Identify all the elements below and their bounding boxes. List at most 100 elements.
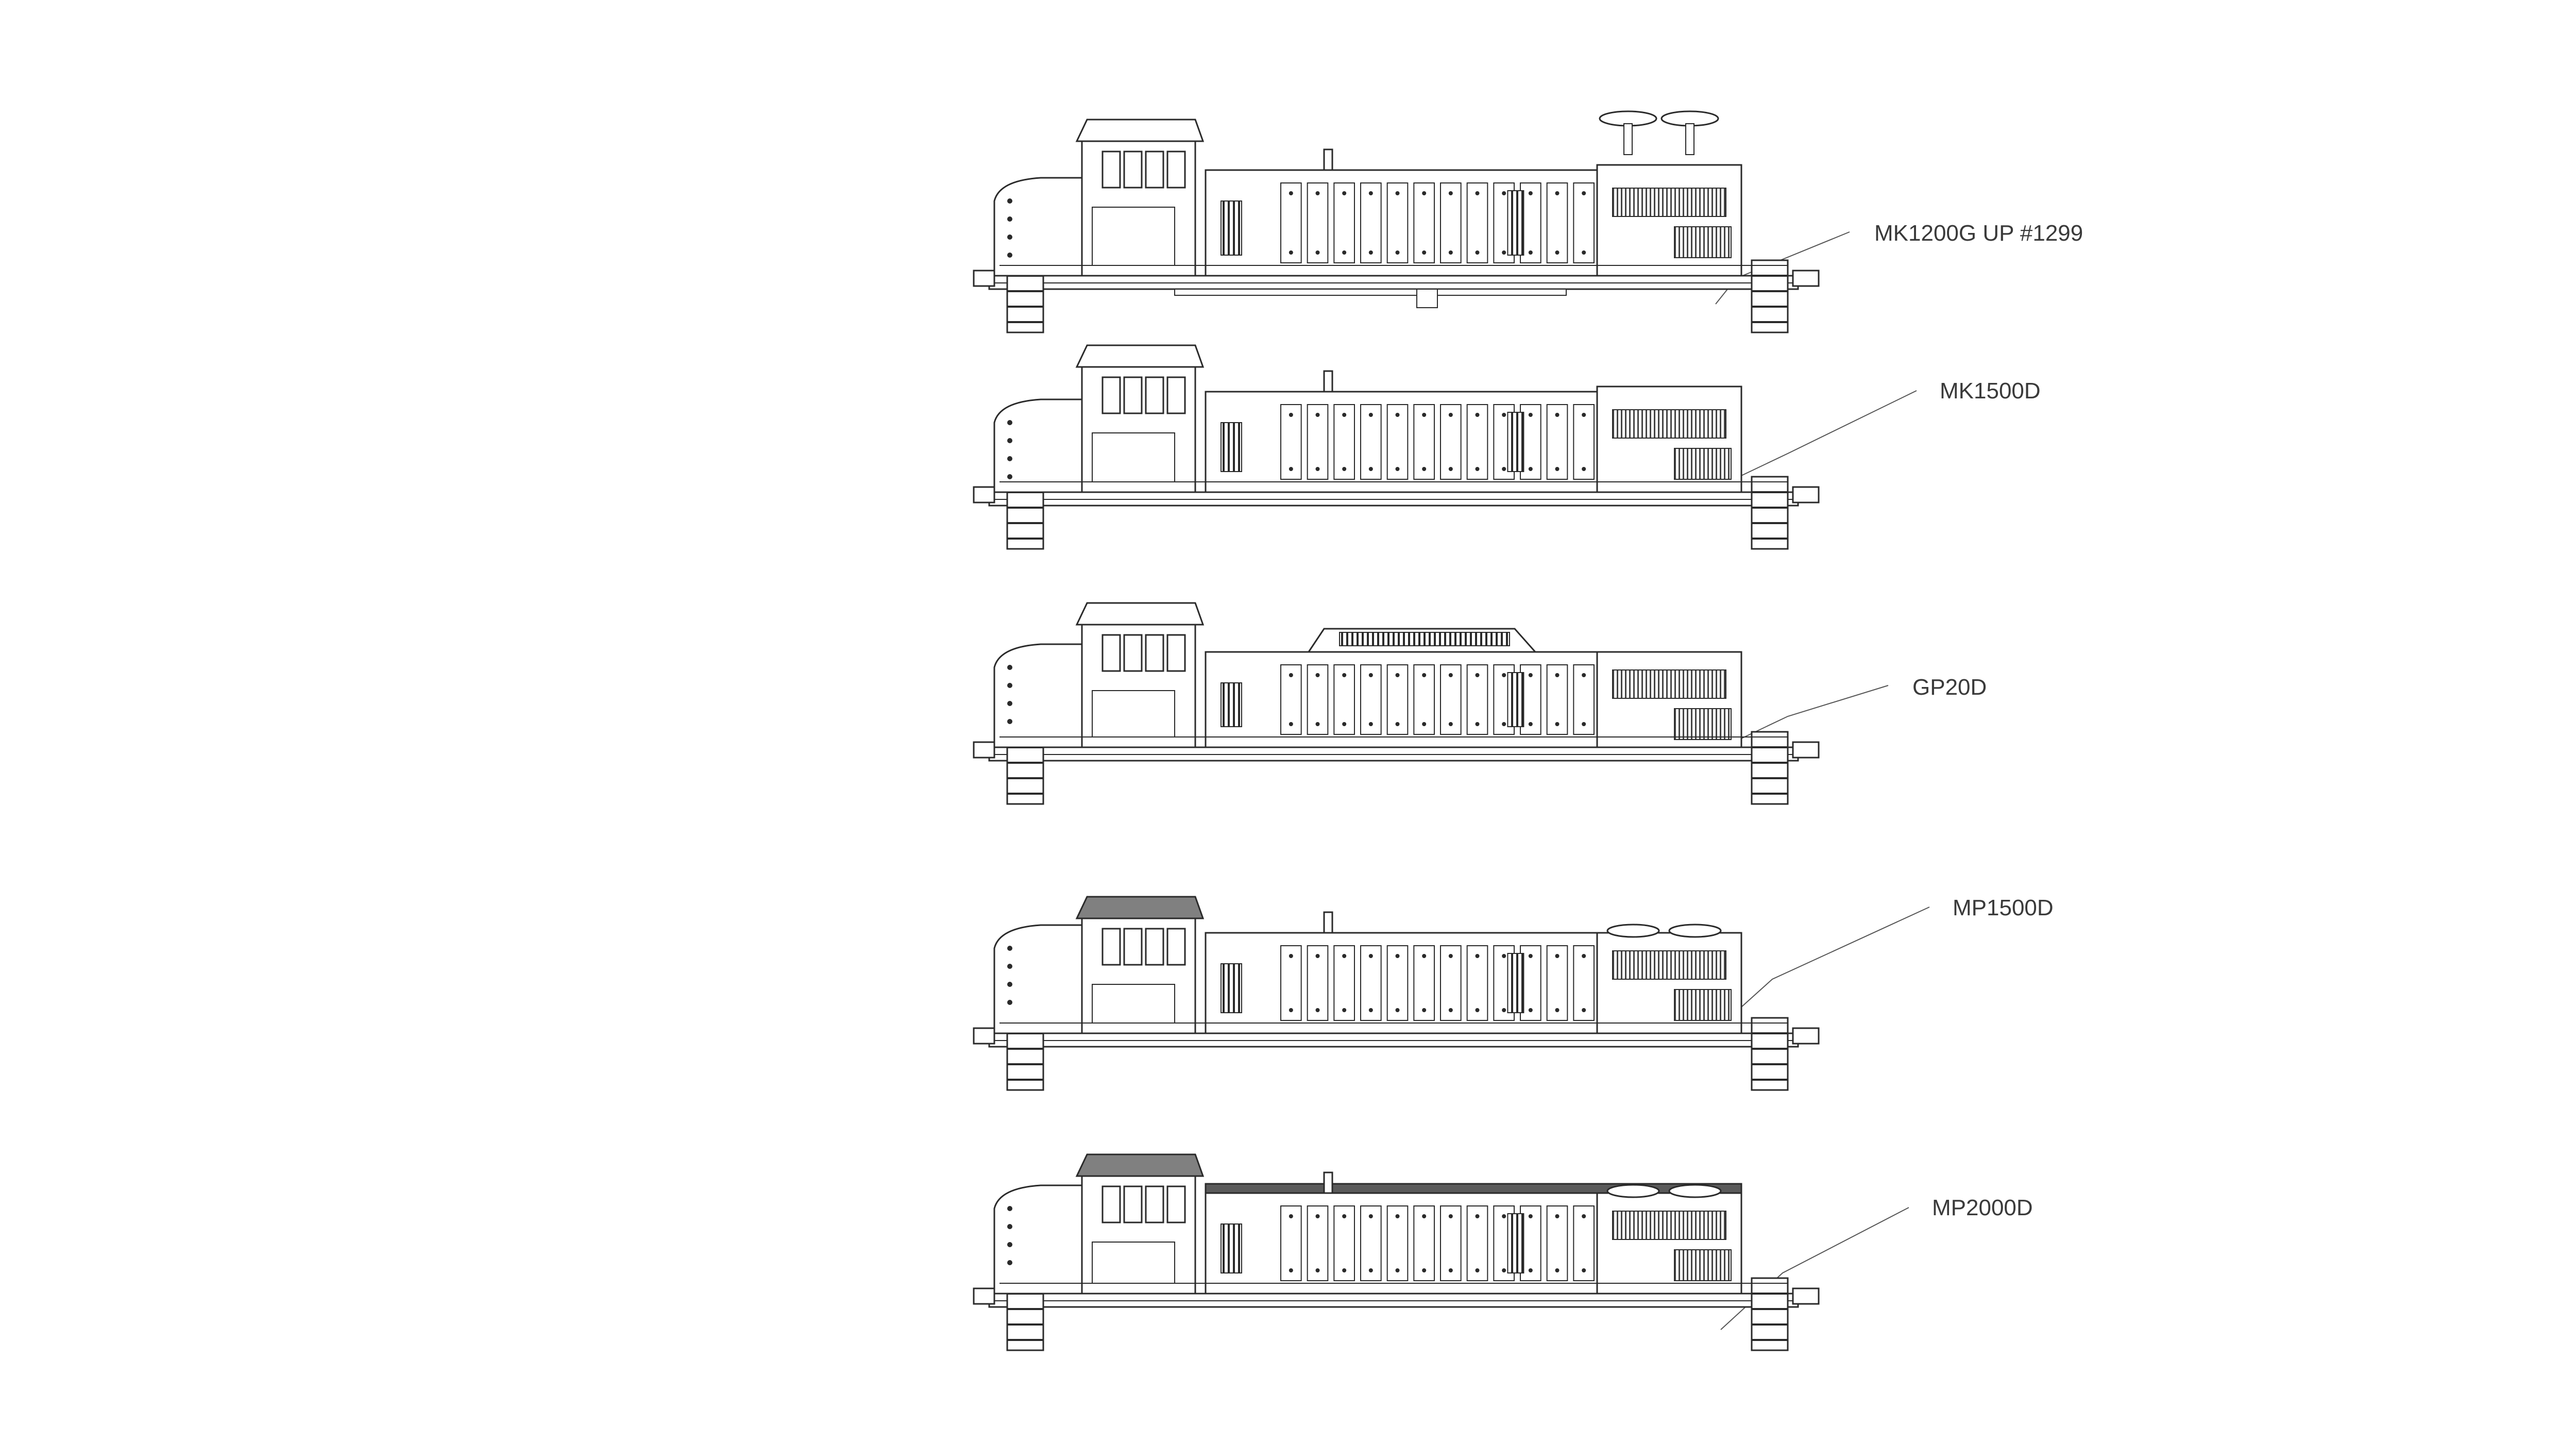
rivet <box>1007 1000 1012 1005</box>
door-latch <box>1342 1008 1347 1012</box>
rivet <box>1007 1206 1012 1211</box>
door-latch <box>1395 191 1400 195</box>
door-latch <box>1315 467 1320 471</box>
door-latch <box>1555 673 1560 677</box>
hood-door <box>1466 182 1488 263</box>
hood-door <box>1386 945 1409 1021</box>
cab-roof <box>1075 1153 1205 1177</box>
door-latch <box>1528 413 1533 417</box>
rivet <box>1007 1224 1012 1229</box>
fan-post <box>1623 123 1633 155</box>
label-gp20d: GP20D <box>1912 675 1987 700</box>
door-latch <box>1422 673 1427 677</box>
rear-steps <box>1751 1017 1789 1091</box>
hood-door <box>1573 404 1595 480</box>
radiator-grille <box>1612 950 1726 980</box>
door-latch <box>1342 673 1347 677</box>
door-latch <box>1368 1214 1373 1218</box>
engine-vent <box>1507 190 1524 256</box>
hood-door <box>1546 1205 1568 1281</box>
hood-door <box>1546 182 1568 263</box>
door-latch <box>1555 1214 1560 1218</box>
door-latch <box>1502 1214 1506 1218</box>
rear-steps <box>1751 1277 1789 1351</box>
radiator-fan <box>1606 1184 1660 1198</box>
cab-door <box>1092 207 1175 266</box>
leader-line <box>1720 907 1930 1026</box>
short-hood <box>993 643 1083 748</box>
door-latch <box>1502 191 1506 195</box>
door-latch <box>1368 250 1373 255</box>
cab-window <box>1101 1185 1121 1223</box>
step-frame <box>1751 1277 1789 1351</box>
door-latch <box>1368 467 1373 471</box>
exhaust-stack <box>1323 370 1333 393</box>
cab-window <box>1166 150 1186 189</box>
door-latch <box>1395 1214 1400 1218</box>
door-latch <box>1342 250 1347 255</box>
engine-vent <box>1507 953 1524 1013</box>
hood-door <box>1360 182 1382 263</box>
door-latch <box>1315 1214 1320 1218</box>
door-latch <box>1368 191 1373 195</box>
leader-line <box>1733 390 1917 480</box>
short-hood <box>993 177 1083 277</box>
door-latch <box>1448 722 1453 726</box>
door-latch <box>1342 191 1347 195</box>
door-latch <box>1315 250 1320 255</box>
door-latch <box>1555 413 1560 417</box>
radiator-louver <box>1674 989 1732 1021</box>
radiator-grille <box>1612 1211 1726 1240</box>
door-latch <box>1582 954 1586 958</box>
door-latch <box>1475 673 1480 677</box>
door-latch <box>1289 250 1293 255</box>
door-latch <box>1368 722 1373 726</box>
door-latch <box>1289 467 1293 471</box>
door-latch <box>1422 722 1427 726</box>
rivet <box>1007 964 1012 969</box>
cab-window <box>1123 150 1143 189</box>
door-latch <box>1475 1008 1480 1012</box>
hood-door <box>1307 1205 1329 1281</box>
door-latch <box>1582 722 1586 726</box>
cab-window <box>1101 376 1121 414</box>
cab-window <box>1145 634 1164 672</box>
door-latch <box>1528 1214 1533 1218</box>
door-latch <box>1395 467 1400 471</box>
hood-door <box>1333 945 1355 1021</box>
door-latch <box>1448 413 1453 417</box>
door-latch <box>1475 1214 1480 1218</box>
door-latch <box>1315 413 1320 417</box>
door-latch <box>1422 1268 1427 1272</box>
rivet <box>1007 234 1012 240</box>
locomotive-mp2000d <box>973 1153 1909 1351</box>
rivet <box>1007 1242 1012 1247</box>
door-latch <box>1502 673 1506 677</box>
door-latch <box>1582 250 1586 255</box>
hump-vents <box>1339 632 1510 646</box>
exhaust-stack <box>1323 911 1333 934</box>
hood-door <box>1440 182 1462 263</box>
cab-roof <box>1075 896 1205 919</box>
door-latch <box>1395 722 1400 726</box>
exhaust-stack <box>1323 1171 1333 1194</box>
door-latch <box>1422 1008 1427 1012</box>
cab-window <box>1101 150 1121 189</box>
door-latch <box>1289 413 1293 417</box>
door-latch <box>1289 1008 1293 1012</box>
rivet <box>1007 683 1012 688</box>
door-latch <box>1555 1268 1560 1272</box>
short-hood <box>993 1184 1083 1295</box>
cab-side-vent <box>1221 682 1242 727</box>
door-latch <box>1289 954 1293 958</box>
door-latch <box>1502 1268 1506 1272</box>
label-mk1500d: MK1500D <box>1940 378 2041 404</box>
hood-door <box>1386 1205 1409 1281</box>
hood-door <box>1546 404 1568 480</box>
rear-coupler <box>1792 1027 1820 1045</box>
cab-door <box>1092 1242 1175 1284</box>
cab-door <box>1092 690 1175 737</box>
engine-vent <box>1507 412 1524 472</box>
hood-door <box>1413 182 1435 263</box>
hood-door <box>1413 1205 1435 1281</box>
